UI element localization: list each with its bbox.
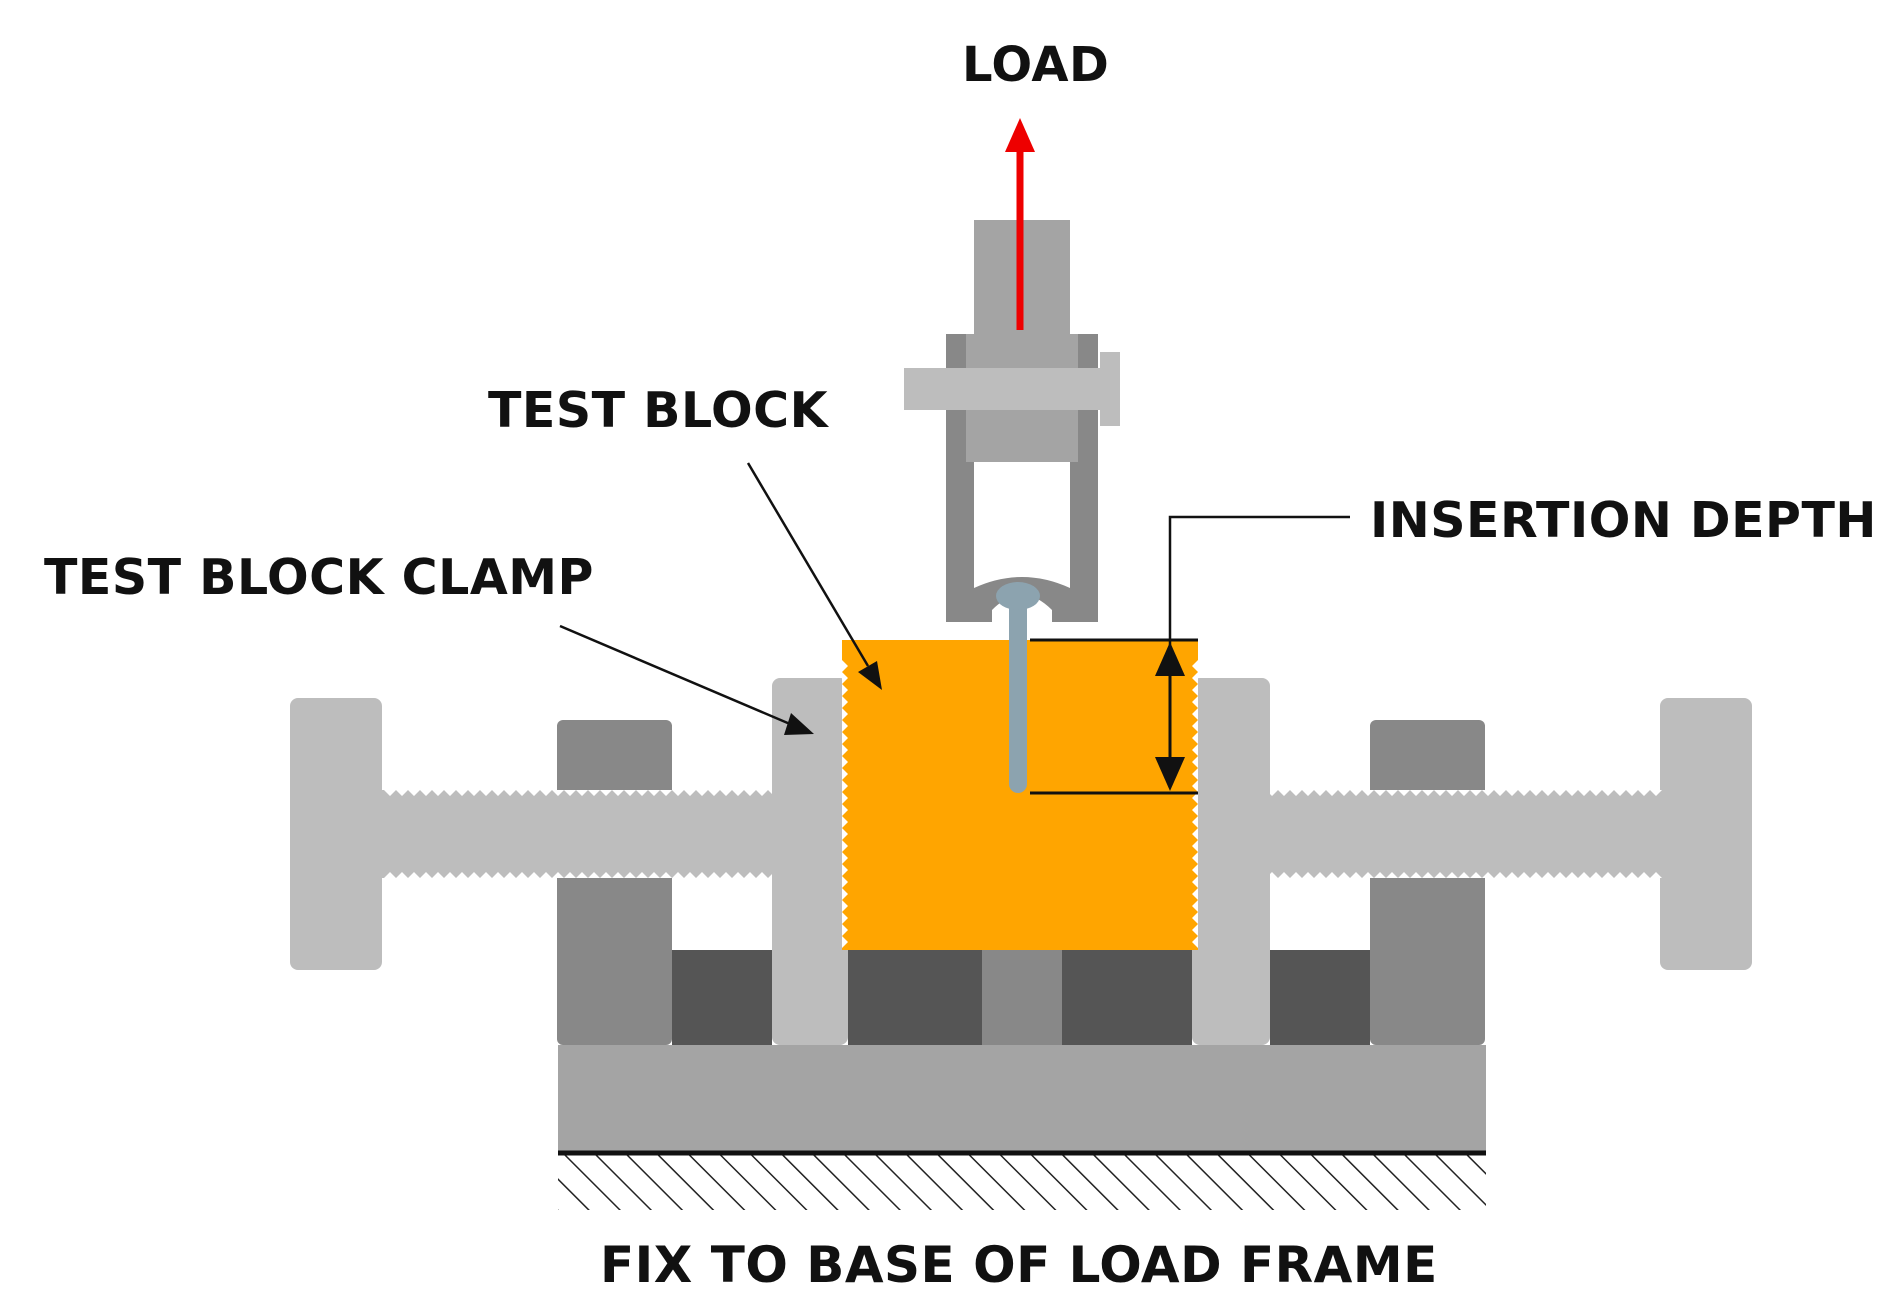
right-threaded-rod [1265, 790, 1660, 878]
rail-block-1 [672, 950, 772, 1045]
grip-pin [904, 368, 1118, 410]
depth-arrow-down [1155, 757, 1185, 791]
right-upright [1370, 720, 1485, 1045]
test-block-clamp-label: TEST BLOCK CLAMP [44, 549, 594, 606]
screw-shank [1009, 588, 1027, 793]
right-knob [1660, 698, 1752, 970]
test-block-leader-arrow [858, 661, 882, 690]
rail-block-3 [1062, 950, 1192, 1045]
test-block-leader [746, 462, 870, 667]
base-plate [558, 1045, 1486, 1153]
left-threaded-rod [382, 790, 777, 878]
rail-block-center [982, 950, 1062, 1045]
test-block-serrations [842, 660, 1198, 948]
grip-pin-head [1100, 352, 1120, 426]
clamp-leader [559, 624, 791, 726]
rod-threads [384, 790, 1662, 878]
ground-hatching [558, 1152, 1486, 1210]
clamp-leader-arrow [784, 713, 814, 735]
rail-block-4 [1270, 950, 1370, 1045]
load-arrow-head [1005, 118, 1035, 152]
left-upright [557, 720, 672, 1045]
left-clamp-jaw [772, 678, 848, 1045]
right-clamp-jaw [1192, 678, 1270, 1045]
insertion-depth-label: INSERTION DEPTH [1370, 492, 1877, 549]
load-label: LOAD [962, 37, 1110, 93]
screw-head [996, 582, 1040, 610]
rail-block-2 [848, 950, 982, 1045]
test-block-label: TEST BLOCK [488, 382, 829, 439]
fix-to-base-label: FIX TO BASE OF LOAD FRAME [600, 1236, 1438, 1294]
insertion-depth-leader [1168, 515, 1350, 660]
left-knob [290, 698, 382, 970]
